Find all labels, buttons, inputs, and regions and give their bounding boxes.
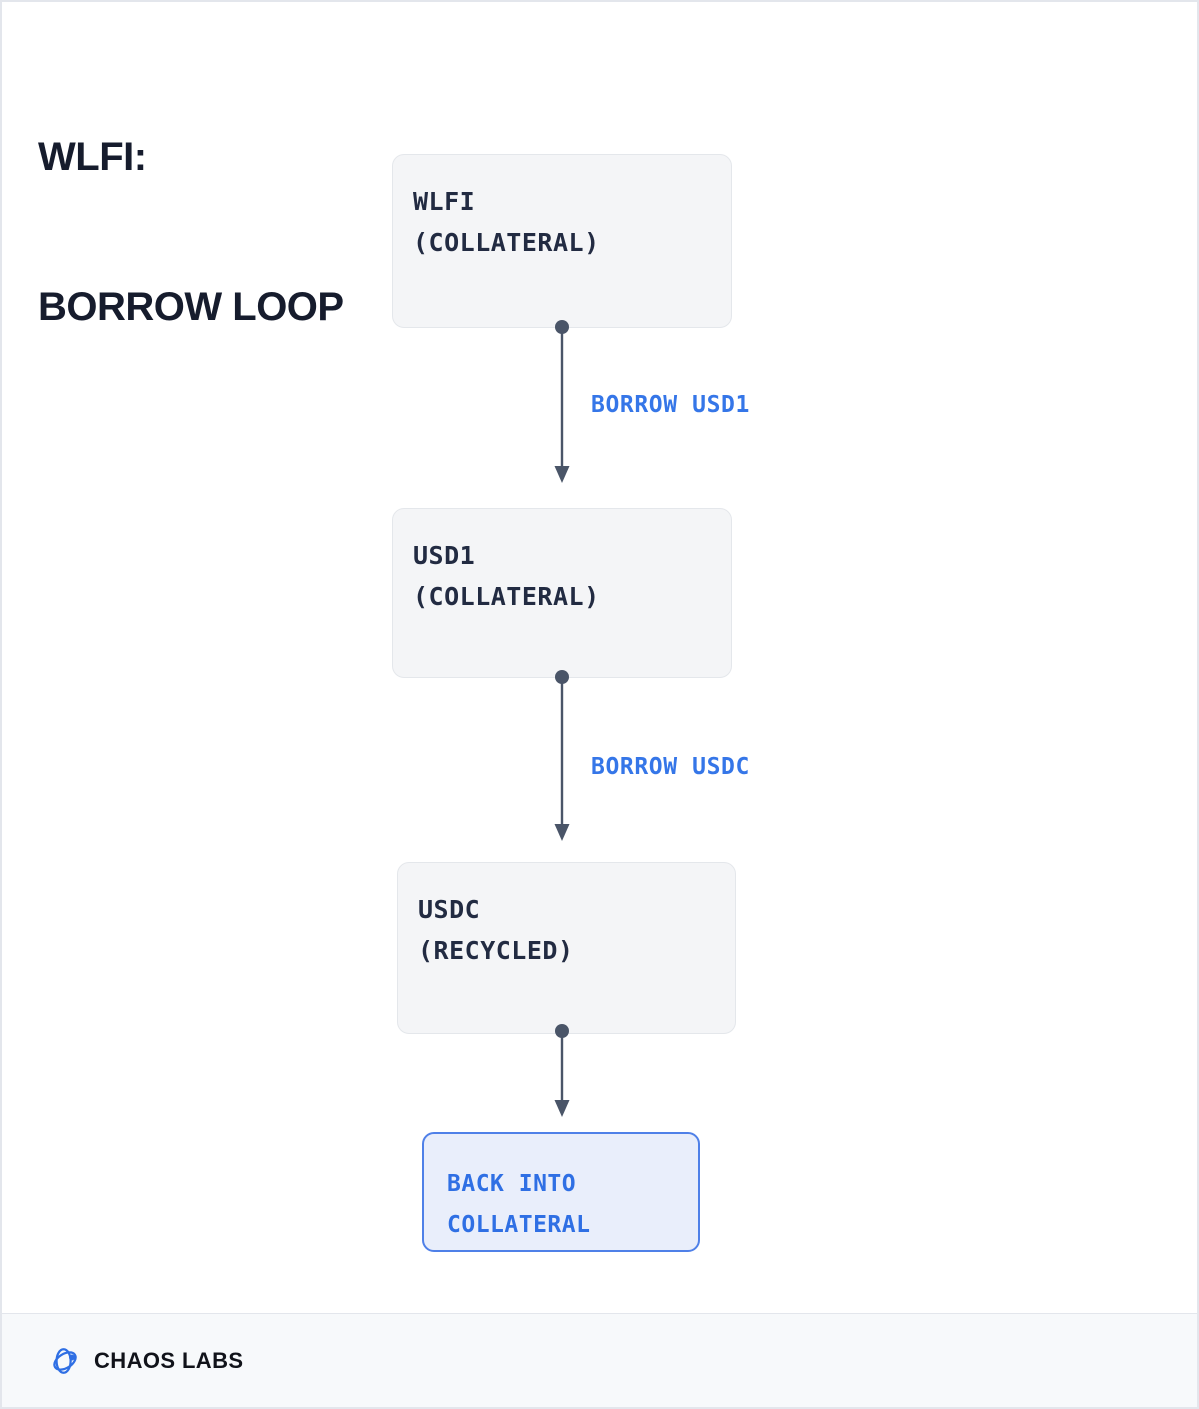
footer-bar: CHAOS LABS bbox=[2, 1313, 1197, 1407]
flow-node-usdc: USDC (RECYCLED) bbox=[397, 862, 736, 1034]
page-title: WLFI: BORROW LOOP bbox=[38, 32, 344, 432]
page-title-line-1: WLFI: bbox=[38, 135, 147, 179]
flow-node-wlfi-line-2: (COLLATERAL) bbox=[413, 228, 600, 257]
flow-node-usdc-line-1: USDC bbox=[418, 895, 481, 924]
page-title-line-2: BORROW LOOP bbox=[38, 285, 344, 329]
flow-node-back-line-1: BACK INTO bbox=[447, 1171, 577, 1197]
flow-node-usd1-line-2: (COLLATERAL) bbox=[413, 582, 600, 611]
edge-label-borrow-usd1: BORROW USD1 bbox=[591, 392, 750, 418]
connector-usdc-to-back bbox=[554, 1024, 570, 1117]
flow-node-back-into-collateral: BACK INTO COLLATERAL bbox=[422, 1132, 700, 1252]
flow-node-usdc-line-2: (RECYCLED) bbox=[418, 936, 574, 965]
connector-wlfi-to-usd1 bbox=[554, 320, 570, 483]
edge-label-borrow-usdc: BORROW USDC bbox=[591, 754, 750, 780]
connector-usd1-to-usdc bbox=[554, 670, 570, 841]
flow-node-wlfi-line-1: WLFI bbox=[413, 187, 476, 216]
flow-node-usd1: USD1 (COLLATERAL) bbox=[392, 508, 732, 678]
chaos-atom-icon bbox=[53, 1347, 77, 1374]
footer-brand-name: CHAOS LABS bbox=[94, 1347, 244, 1373]
flow-node-wlfi: WLFI (COLLATERAL) bbox=[392, 154, 732, 328]
flow-node-back-line-2: COLLATERAL bbox=[447, 1212, 591, 1238]
flow-node-usd1-line-1: USD1 bbox=[413, 541, 476, 570]
